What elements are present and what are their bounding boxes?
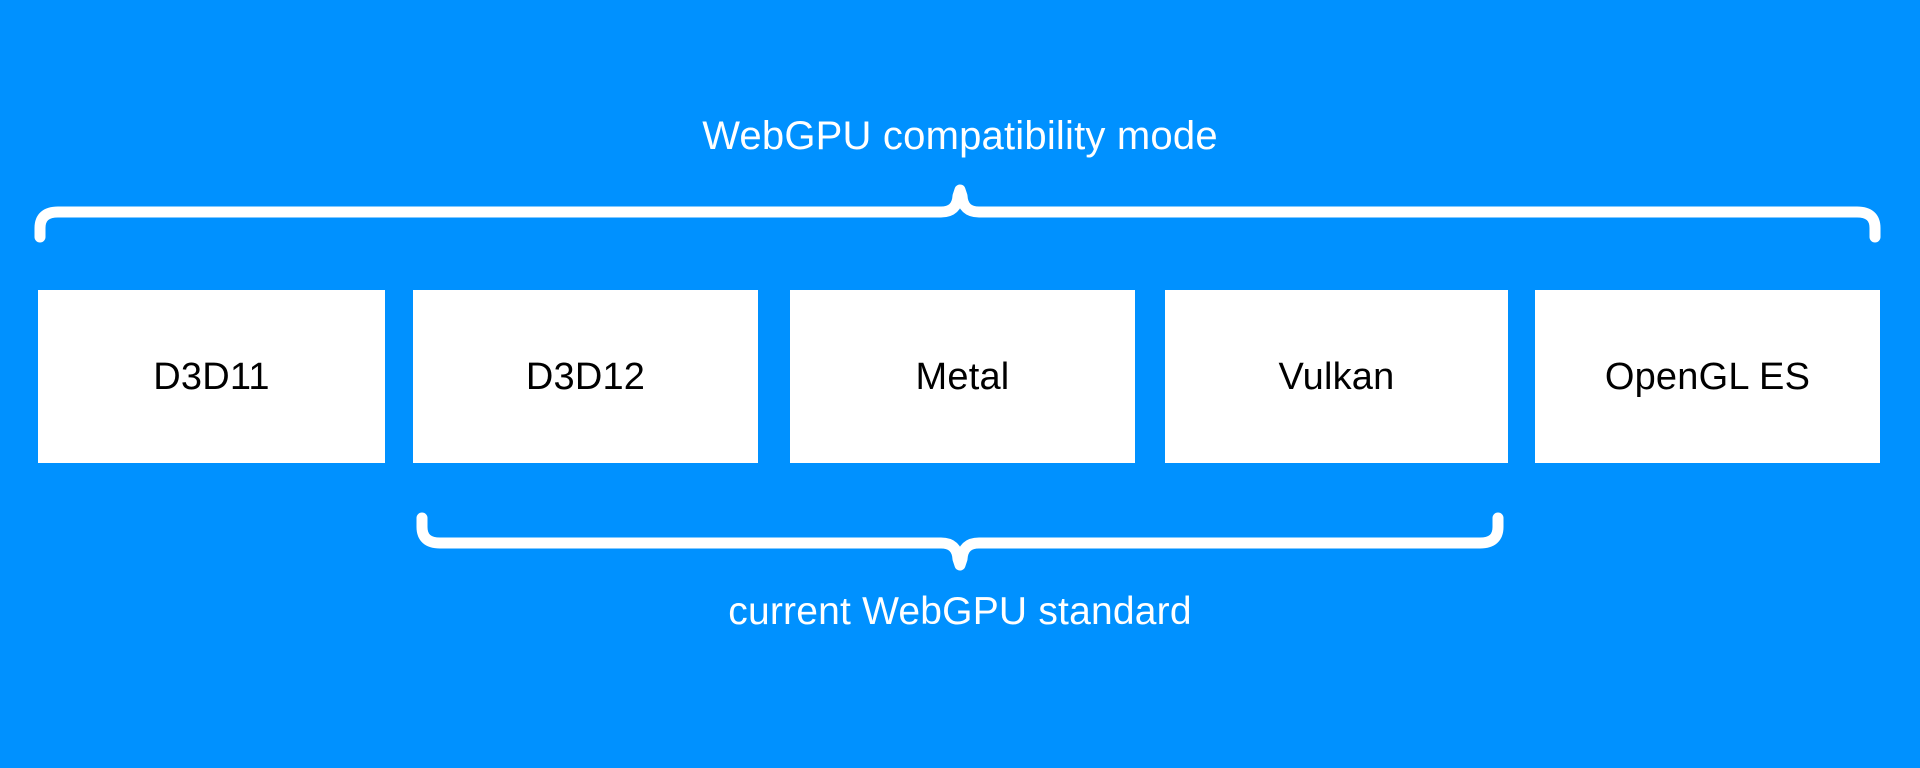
bottom-bracket-label: current WebGPU standard <box>728 590 1192 633</box>
api-box-label: D3D11 <box>153 355 270 398</box>
api-box-d3d12[interactable]: D3D12 <box>413 290 758 463</box>
api-box-label: Vulkan <box>1278 355 1395 398</box>
api-box-opengl-es[interactable]: OpenGL ES <box>1535 290 1880 463</box>
api-box-row: D3D11 D3D12 Metal Vulkan OpenGL ES <box>0 290 1920 463</box>
api-box-label: D3D12 <box>525 355 646 398</box>
api-box-metal[interactable]: Metal <box>790 290 1135 463</box>
top-bracket-label: WebGPU compatibility mode <box>702 114 1218 158</box>
api-box-d3d11[interactable]: D3D11 <box>38 290 385 463</box>
api-box-label: OpenGL ES <box>1604 355 1811 398</box>
api-box-label: Metal <box>915 355 1010 398</box>
api-box-vulkan[interactable]: Vulkan <box>1165 290 1508 463</box>
